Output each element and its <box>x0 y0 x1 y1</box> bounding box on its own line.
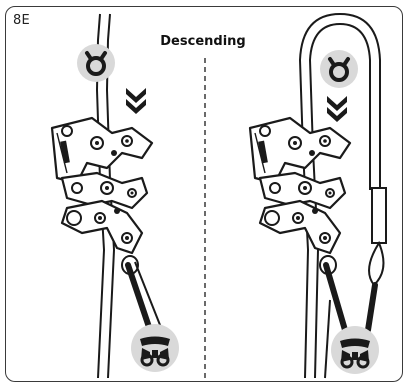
left-scene <box>52 14 179 378</box>
anchor-icon-left <box>77 44 115 82</box>
descender-device-left <box>52 118 152 274</box>
right-scene <box>250 14 386 378</box>
harness-icon-left <box>131 324 179 372</box>
anchor-icon-right <box>320 50 358 88</box>
double-chevron-down-icon-right <box>327 96 347 122</box>
harness-icon-right <box>331 326 379 374</box>
descender-device-right <box>250 118 350 274</box>
double-chevron-down-icon-left <box>126 88 146 114</box>
